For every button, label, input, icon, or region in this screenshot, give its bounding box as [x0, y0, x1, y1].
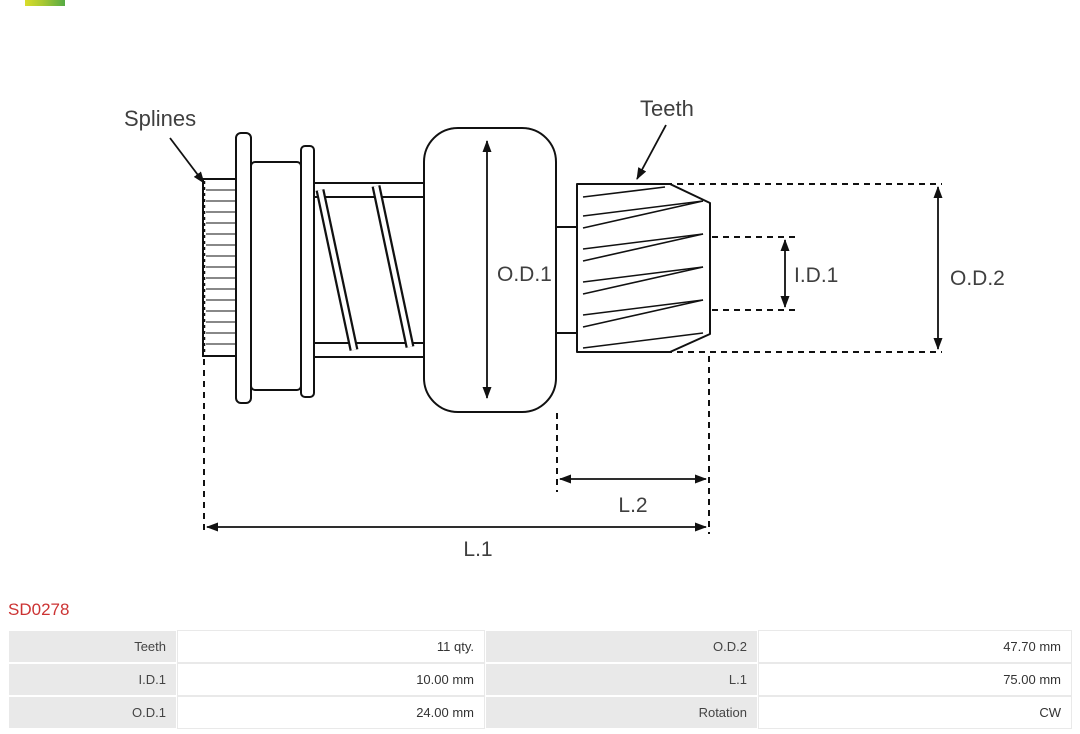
- callouts: Splines Teeth: [124, 96, 694, 184]
- extension-lines: [203, 183, 942, 534]
- shaft: [313, 182, 427, 358]
- id1-label: I.D.1: [794, 264, 838, 287]
- spec-value-cell: 75.00 mm: [758, 663, 1072, 696]
- spec-label-cell: Teeth: [8, 630, 177, 663]
- spec-value-cell: 47.70 mm: [758, 630, 1072, 663]
- spec-label-cell: O.D.2: [485, 630, 758, 663]
- pinion-gear: [576, 183, 711, 353]
- l1-label: L.1: [463, 538, 492, 561]
- spec-label-cell: Rotation: [485, 696, 758, 729]
- connector-shaft: [555, 226, 579, 334]
- spec-label-cell: O.D.1: [8, 696, 177, 729]
- spec-label-cell: L.1: [485, 663, 758, 696]
- technical-drawing-svg: O.D.1 O.D.2 I.D.1 L.2 L.1 Spl: [124, 96, 1005, 561]
- part-number: SD0278: [8, 600, 70, 619]
- splined-shaft: [202, 178, 241, 357]
- spec-value-cell: 11 qty.: [177, 630, 485, 663]
- dimensions: [206, 186, 943, 532]
- spec-value-cell: CW: [758, 696, 1072, 729]
- flange-assembly: [235, 132, 315, 404]
- spec-table: Teeth 11 qty. O.D.2 47.70 mm I.D.1 10.00…: [8, 630, 1072, 729]
- od2-label: O.D.2: [950, 267, 1005, 290]
- splines-callout-arrow: [169, 137, 205, 184]
- teeth-callout-arrow: [636, 124, 667, 180]
- spec-value-cell: 24.00 mm: [177, 696, 485, 729]
- spring: [315, 185, 415, 351]
- logo-fragment: [25, 0, 65, 6]
- l2-label: L.2: [618, 494, 647, 517]
- splines-callout-label: Splines: [124, 106, 196, 131]
- teeth-callout-label: Teeth: [640, 96, 694, 121]
- od1-label: O.D.1: [497, 263, 552, 286]
- clutch-body: O.D.1: [423, 127, 557, 413]
- spec-value-cell: 10.00 mm: [177, 663, 485, 696]
- spec-label-cell: I.D.1: [8, 663, 177, 696]
